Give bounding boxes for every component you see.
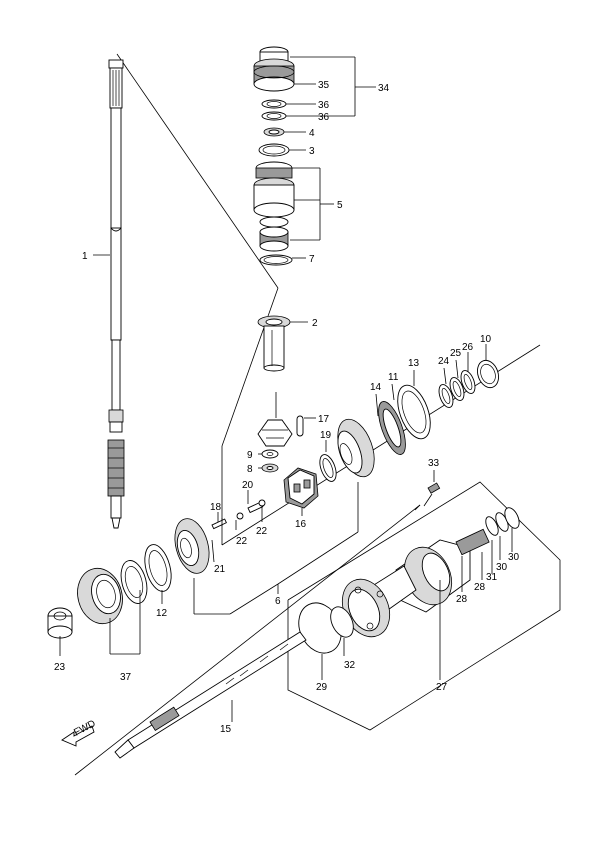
callout-28b: 28 — [474, 582, 486, 593]
callout-30a: 30 — [496, 562, 508, 573]
callout-12: 12 — [156, 608, 168, 619]
callout-1: 1 — [82, 251, 88, 262]
callout-14: 14 — [370, 382, 382, 393]
callout-37: 37 — [120, 672, 132, 683]
callout-28a: 28 — [456, 594, 468, 605]
fwd-arrow-icon: FWD — [61, 718, 98, 747]
callout-11: 11 — [388, 372, 399, 383]
callout-35: 35 — [318, 80, 330, 91]
shims-24-25-26 — [438, 370, 476, 408]
callout-27: 27 — [436, 682, 448, 693]
callout-22b: 22 — [256, 526, 268, 537]
guide-line-bottom-diag — [74, 504, 421, 776]
callout-25: 25 — [450, 348, 462, 359]
callout-22a: 22 — [236, 536, 248, 547]
callout-lines-top — [284, 56, 376, 323]
bearing-stack — [253, 46, 295, 372]
callout-lines-misc — [59, 254, 513, 722]
callout-6: 6 — [275, 596, 281, 607]
callout-16: 16 — [295, 519, 307, 530]
callout-8: 8 — [247, 464, 253, 475]
callout-36b: 36 — [318, 112, 330, 123]
ring-19 — [319, 454, 337, 482]
bushing-23 — [47, 607, 73, 639]
callout-7: 7 — [309, 254, 315, 265]
guide-line-mid — [221, 287, 279, 447]
callout-2: 2 — [312, 318, 318, 329]
screw-33 — [423, 482, 441, 507]
callout-24: 24 — [438, 356, 450, 367]
callout-26: 26 — [462, 342, 474, 353]
thrust-bearing-11 — [378, 401, 406, 455]
callout-29: 29 — [316, 682, 328, 693]
guide-line-top-left — [116, 53, 279, 289]
drive-shaft-1 — [107, 59, 125, 529]
callout-4: 4 — [309, 128, 315, 139]
ring-12 — [144, 544, 172, 592]
callout-21: 21 — [214, 564, 226, 575]
forward-gear-14 — [337, 418, 375, 478]
bearings-28-30-31 — [455, 507, 520, 556]
race-13 — [397, 384, 431, 440]
callout-23: 23 — [54, 662, 66, 673]
callout-5: 5 — [337, 200, 343, 211]
callout-20: 20 — [242, 480, 254, 491]
callout-9: 9 — [247, 450, 253, 461]
shim-10 — [477, 359, 499, 389]
propeller-shaft-15 — [114, 631, 307, 759]
bearing-37 — [77, 560, 148, 625]
callout-30b: 30 — [508, 552, 520, 563]
callout-13: 13 — [408, 358, 420, 369]
pinion-gear — [257, 392, 304, 447]
washers-8-9 — [258, 449, 279, 473]
callout-32: 32 — [344, 660, 356, 671]
ring-32 — [330, 606, 354, 638]
clutch-16 — [283, 467, 319, 516]
callout-18: 18 — [210, 502, 222, 513]
housing-box-27 — [287, 481, 561, 731]
callout-17: 17 — [318, 414, 330, 425]
reverse-gear-21 — [174, 518, 210, 574]
pins-18-20-22 — [211, 499, 266, 530]
callout-36a: 36 — [318, 100, 330, 111]
callout-3: 3 — [309, 146, 315, 157]
callout-34: 34 — [378, 83, 390, 94]
guide-line-stub — [414, 504, 421, 511]
callout-31: 31 — [486, 572, 498, 583]
callout-15: 15 — [220, 724, 232, 735]
callout-19: 19 — [320, 430, 332, 441]
callout-33: 33 — [428, 458, 440, 469]
callout-10: 10 — [480, 334, 492, 345]
callout-labels: 1 2 3 4 5 6 7 8 9 10 11 12 13 14 15 16 1… — [54, 80, 520, 735]
carrier-27 — [341, 539, 471, 638]
